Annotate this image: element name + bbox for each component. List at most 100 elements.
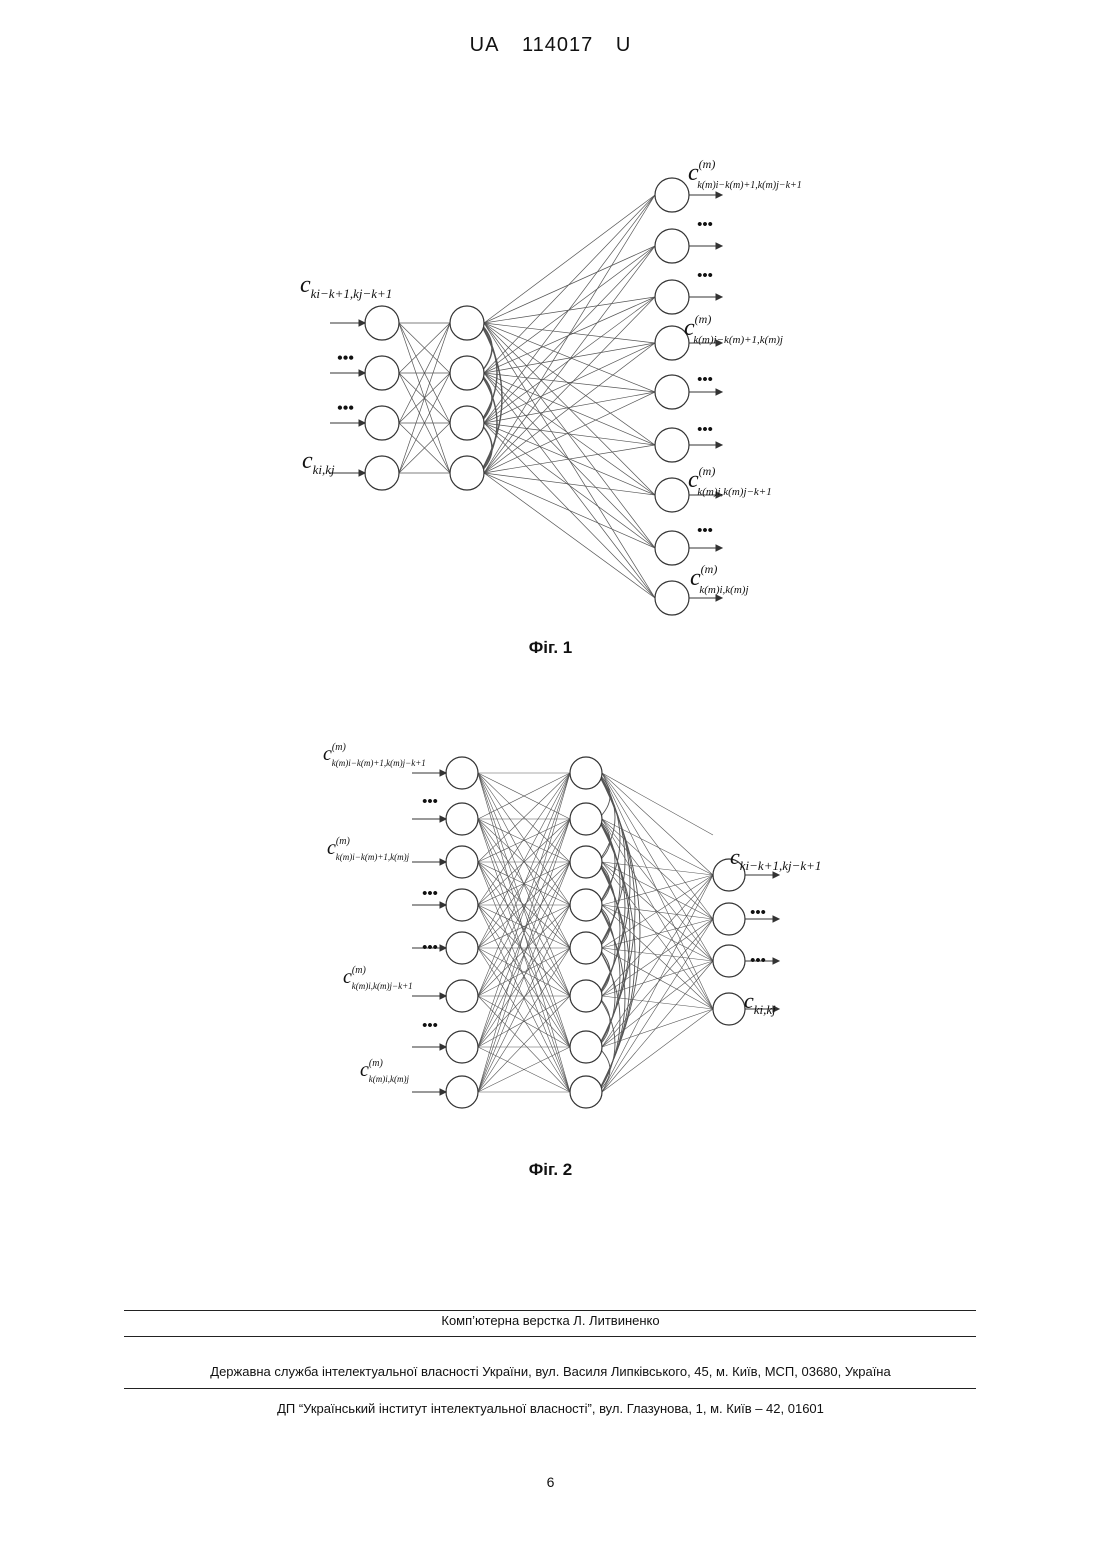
f2-hidden-node-6 [570,980,602,1012]
f1-output-node-2 [655,229,689,263]
f1-out-dots-4: ••• [697,422,713,438]
f1-l2-l3-edge-30 [484,297,655,473]
f2-input-label-4: c(m)k(m)i,k(m)j [360,1058,410,1084]
f1-out-dots-3: ••• [697,372,713,388]
f1-output-label-4: c(m)k(m)i,k(m)j [690,562,749,596]
footer-rule-1 [124,1310,976,1311]
f1-dots-1: ••• [337,350,354,367]
f2-hidden-node-7 [570,1031,602,1063]
f2-input-node-5 [446,932,478,964]
figure-1-network-diagram: cki−k+1,kj−k+1 cki,kj ••• ••• c(m)k(m)i−… [0,0,1101,640]
f2-input-label-2: c(m)k(m)i−k(m)+1,k(m)j [327,836,410,862]
f2-in-dots-3: ••• [422,940,438,956]
f2-out-dots-1: ••• [750,905,766,921]
f1-input-arrow-3-head [359,420,365,426]
f2-in-dots-4: ••• [422,1018,438,1034]
f2-input-node-8 [446,1076,478,1108]
figure-2-network-diagram: c(m)k(m)i−k(m)+1,k(m)j−k+1 c(m)k(m)i−k(m… [0,720,1101,1160]
f2-input-arrow-2-head [440,816,446,822]
f1-l2-l3-edge-10 [484,195,655,373]
f1-output-arrow-6-head [716,442,722,448]
f2-out-dots-2: ••• [750,953,766,969]
f1-input-arrow-2-head [359,370,365,376]
page-number: 6 [0,1474,1101,1490]
f2-input-label-1: c(m)k(m)i−k(m)+1,k(m)j−k+1 [323,742,426,768]
f2-output-bottom-label: cki,kj [744,988,776,1017]
f1-hidden-node-1 [450,306,484,340]
f1-input-arrow-4-head [359,470,365,476]
f2-input-node-3 [446,846,478,878]
footer-agency-address: Державна служба інтелектуальної власност… [0,1364,1101,1379]
f1-hidden-node-3 [450,406,484,440]
f2-input-arrow-7-head [440,1044,446,1050]
f1-l2-arc-3 [480,323,502,473]
f1-input-node-1 [365,306,399,340]
f1-output-label-2: c(m)k(m)i−k(m)+1,k(m)j [684,312,783,346]
f2-input-arrow-8-head [440,1089,446,1095]
f1-input-arrow-1-head [359,320,365,326]
f1-dots-2: ••• [337,400,354,417]
f1-output-arrow-5-head [716,389,722,395]
f2-input-node-6 [446,980,478,1012]
f2-l2-arc-25 [598,948,620,1092]
f1-output-label-3: c(m)k(m)i,k(m)j−k+1 [688,464,772,498]
footer-rule-3 [124,1388,976,1389]
f1-input-node-3 [365,406,399,440]
f1-l2-l3-edge-8 [484,323,655,548]
f1-output-arrow-2-head [716,243,722,249]
f2-input-arrow-4-head [440,902,446,908]
f2-input-node-2 [446,803,478,835]
footer-institute-address: ДП “Український інститут інтелектуальної… [0,1401,1101,1416]
f2-output-node-3 [713,945,745,977]
f2-input-arrow-6-head [440,993,446,999]
f2-input-label-3: c(m)k(m)i,k(m)j−k+1 [343,965,413,991]
f1-output-arrow-8-head [716,545,722,551]
f1-output-node-1 [655,178,689,212]
footer-layout-credit: Комп’ютерна верстка Л. Литвиненко [0,1313,1101,1328]
f2-input-node-7 [446,1031,478,1063]
f1-output-node-7 [655,478,689,512]
f2-hidden-node-2 [570,803,602,835]
f1-hidden-node-2 [450,356,484,390]
f1-l2-l3-edge-28 [484,195,655,473]
f2-hidden-node-5 [570,932,602,964]
f1-output-node-6 [655,428,689,462]
f1-output-node-9 [655,581,689,615]
f2-output-arrow-2-head [773,916,779,922]
f1-l2-l3-edge-3 [484,297,655,323]
f2-l2-l3-edge-21 [602,875,713,996]
f1-l2-l3-edge-31 [484,343,655,473]
f1-l2-l3-edge-29 [484,246,655,473]
f2-input-arrow-3-head [440,859,446,865]
f1-l2-l3-edge-13 [484,343,655,373]
f2-input-arrow-5-head [440,945,446,951]
f1-output-node-5 [655,375,689,409]
f2-in-dots-2: ••• [422,886,438,902]
f1-l2-l3-edge-22 [484,343,655,423]
f1-input-node-2 [365,356,399,390]
f1-out-dots-2: ••• [697,268,713,284]
f1-hidden-node-4 [450,456,484,490]
f2-output-node-4 [713,993,745,1025]
footer-rule-2 [124,1336,976,1337]
f2-output-arrow-3-head [773,958,779,964]
f1-out-dots-5: ••• [697,523,713,539]
f2-hidden-node-8 [570,1076,602,1108]
f2-output-node-2 [713,903,745,935]
f1-input-top-label: cki−k+1,kj−k+1 [300,272,392,301]
f1-output-arrow-3-head [716,294,722,300]
f2-input-node-4 [446,889,478,921]
f1-l2-l3-edge-1 [484,195,655,323]
f1-output-arrow-1-head [716,192,722,198]
figure-1-caption: Фіг. 1 [0,638,1101,658]
f1-output-node-3 [655,280,689,314]
f2-hidden-node-3 [570,846,602,878]
f2-input-arrow-1-head [440,770,446,776]
f1-input-bottom-label: cki,kj [302,448,335,477]
f2-hidden-node-4 [570,889,602,921]
f2-input-node-1 [446,757,478,789]
f2-output-top-label: cki−k+1,kj−k+1 [730,844,821,873]
f2-hidden-node-1 [570,757,602,789]
f2-in-dots-1: ••• [422,794,438,810]
f1-out-dots-1: ••• [697,217,713,233]
